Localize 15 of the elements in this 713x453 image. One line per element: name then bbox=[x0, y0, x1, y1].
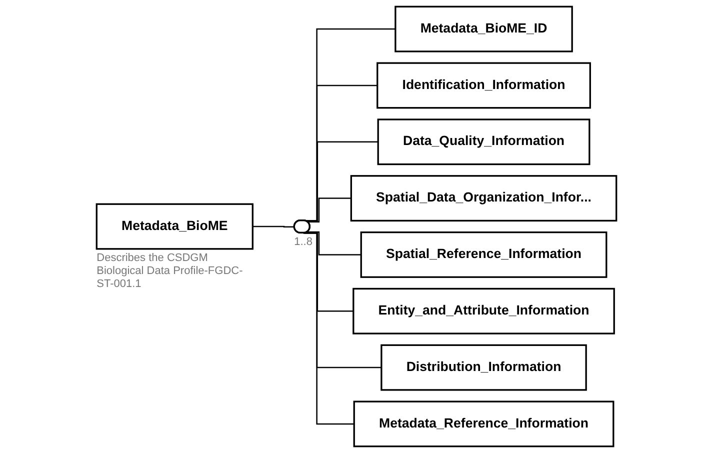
connector bbox=[303, 232, 354, 425]
node-box: Entity_and_Attribute_Information bbox=[352, 288, 615, 334]
node-box: Distribution_Information bbox=[380, 344, 587, 391]
connector bbox=[307, 231, 362, 256]
node-box: Metadata_Reference_Information bbox=[353, 400, 614, 448]
node-box: Metadata_BioME_ID bbox=[394, 6, 573, 52]
connector bbox=[307, 198, 352, 222]
node-box: Spatial_Data_Organization_Infor... bbox=[350, 175, 618, 222]
node-box: Data_Quality_Information bbox=[377, 118, 590, 166]
node-box: Metadata_BioME bbox=[96, 203, 254, 250]
annotation-text: Describes the CSDGM Biological Data Profile-FGDC-ST-001.1 bbox=[96, 252, 244, 291]
connector bbox=[252, 226, 295, 228]
node-box: Spatial_Reference_Information bbox=[360, 231, 608, 278]
node-box: Identification_Information bbox=[376, 62, 591, 109]
annotation-text: 1..8 bbox=[294, 236, 312, 249]
